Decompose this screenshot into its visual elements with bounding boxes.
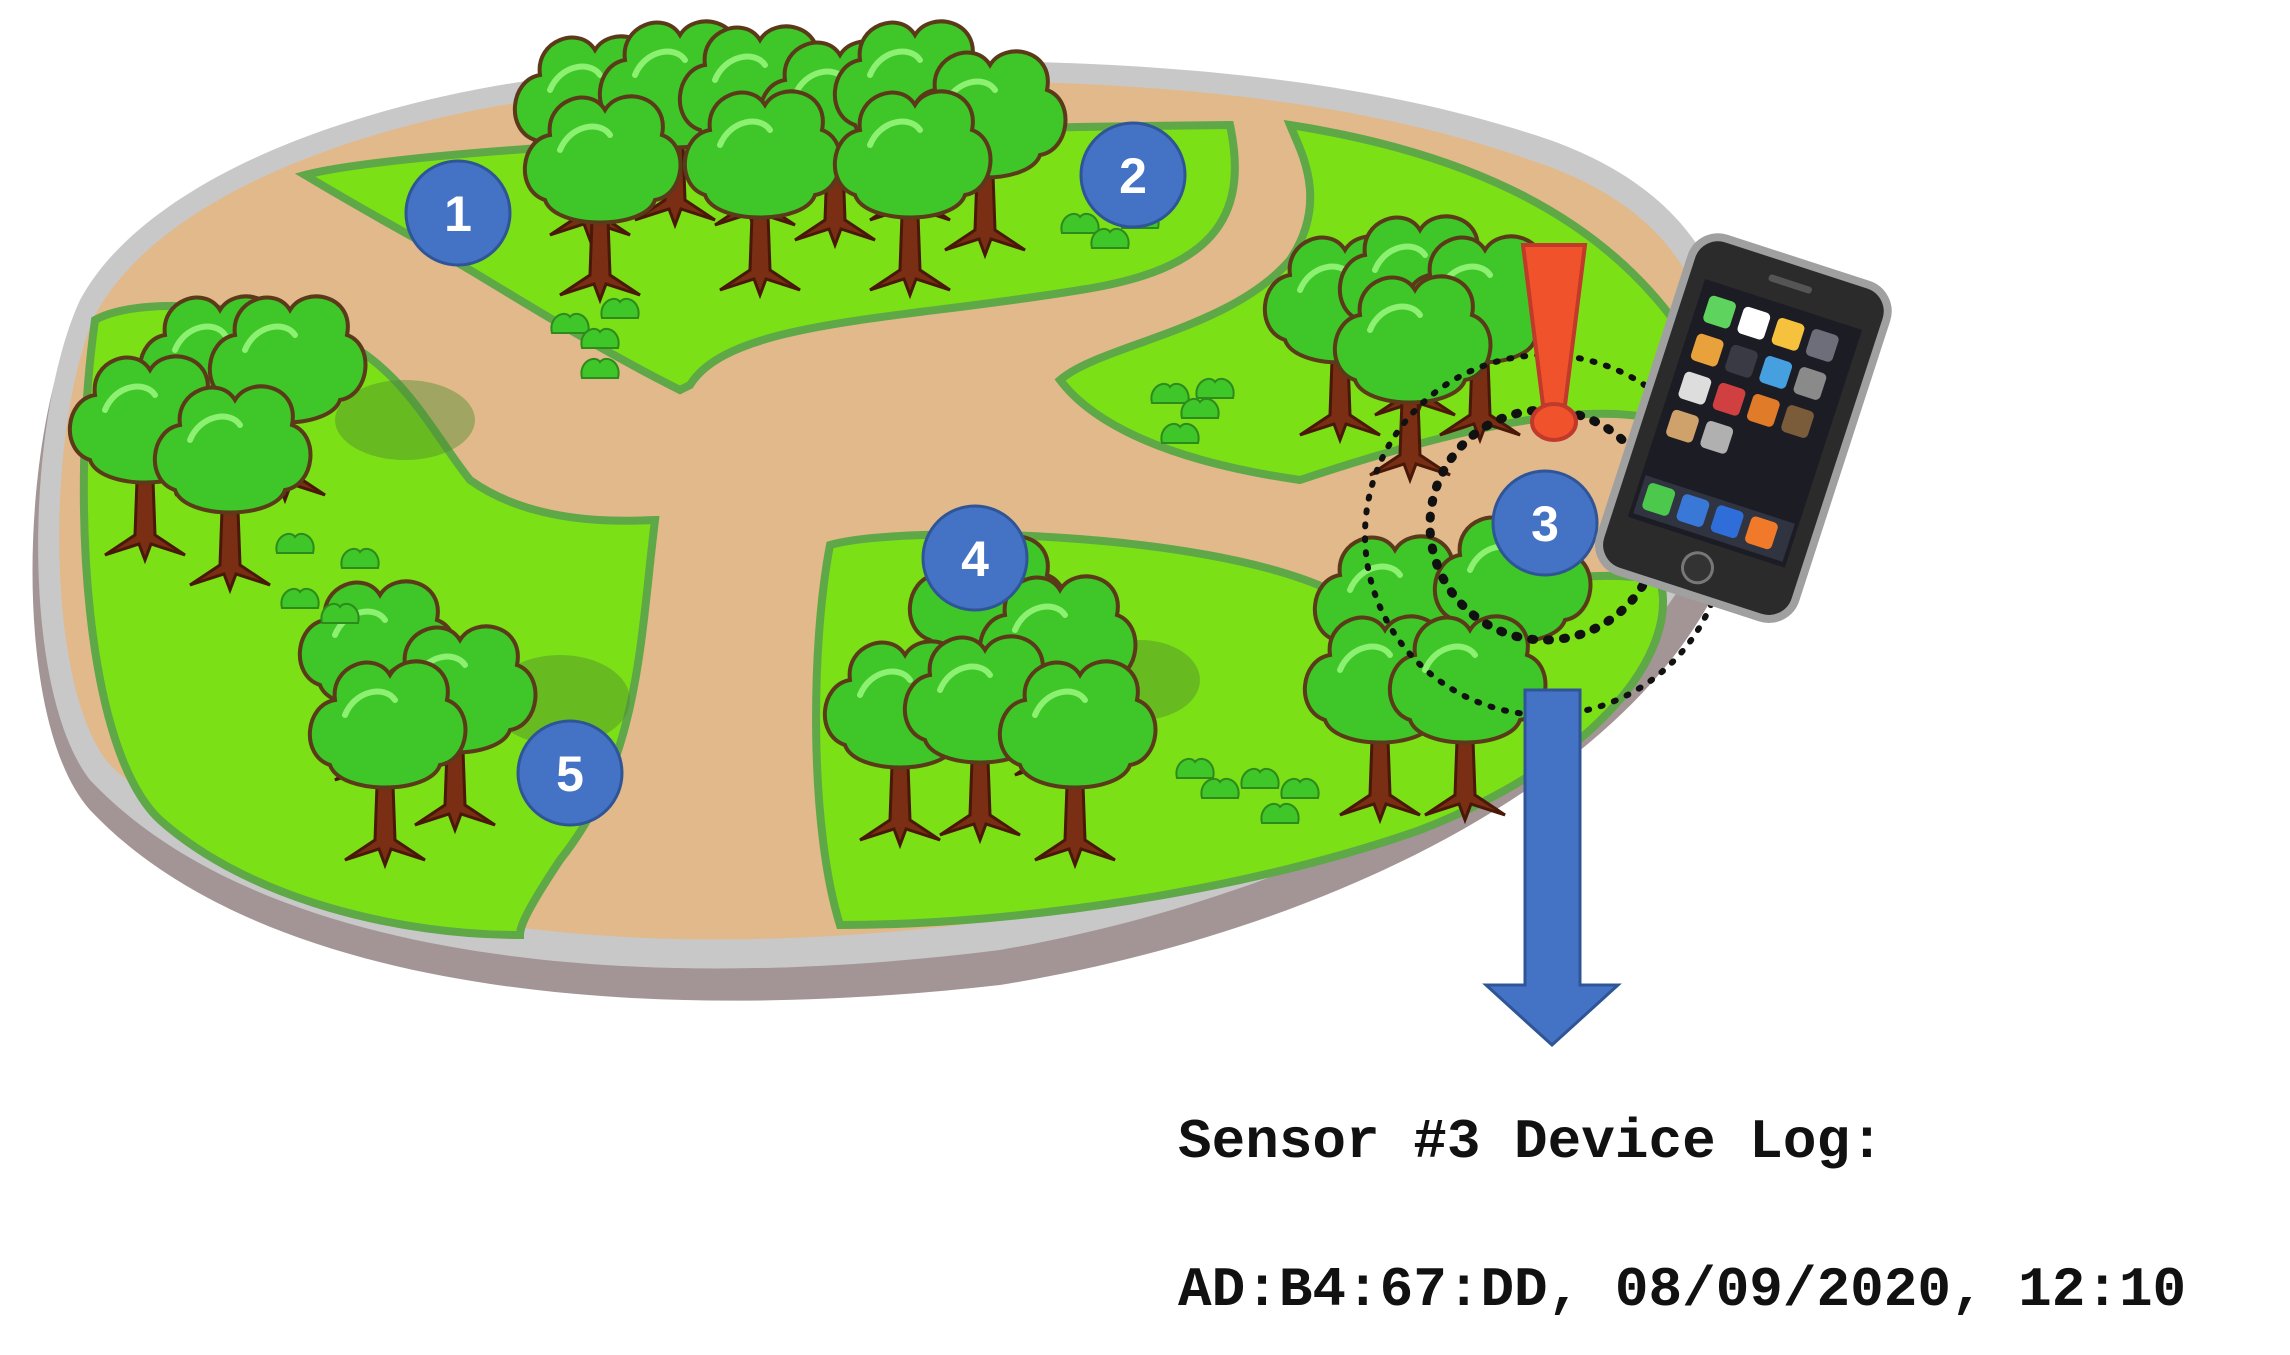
marker-5: 5 — [516, 719, 624, 827]
exclamation-icon — [1520, 243, 1588, 442]
device-log-entry: AD:B4:67:DD, 08/09/2020, 12:10 — [1178, 1258, 2187, 1322]
svg-text:4: 4 — [961, 531, 989, 587]
marker-3: 3 — [1491, 469, 1599, 577]
svg-text:3: 3 — [1531, 496, 1559, 552]
smartphone-icon — [1595, 233, 1892, 623]
svg-text:2: 2 — [1119, 148, 1147, 204]
marker-4: 4 — [921, 504, 1029, 612]
marker-1: 1 — [404, 159, 512, 267]
device-log-title: Sensor #3 Device Log: — [1178, 1110, 1884, 1174]
down-arrow-icon — [1482, 688, 1622, 1048]
svg-text:5: 5 — [556, 746, 584, 802]
marker-2: 2 — [1079, 121, 1187, 229]
svg-text:1: 1 — [444, 186, 472, 242]
markers: 1 2 3 4 5 — [404, 121, 1599, 827]
app-grid — [1633, 295, 1839, 562]
